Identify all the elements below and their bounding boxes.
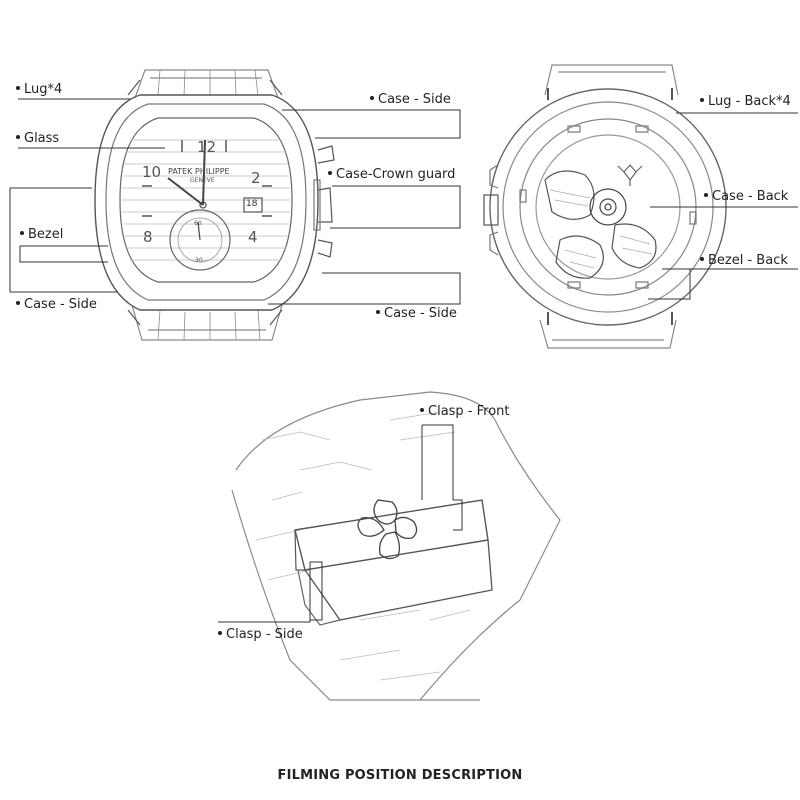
dial-city-text: GENEVE [190,177,215,184]
bullet-dot [218,630,222,635]
bullet-dot [328,170,332,175]
clasp-illustration [231,391,561,701]
dial-numeral-10: 10 [142,163,162,181]
leader-lines [9,98,798,623]
label-bezel-back: Bezel - Back [700,253,788,269]
bullet-dot [16,300,20,305]
dial-date-text: 18 [246,199,258,209]
dial-numeral-8: 8 [143,228,153,246]
bullet-dot [700,256,704,261]
label-lug-back: Lug - Back*4 [700,94,791,110]
label-case-side-top: Case - Side [370,92,451,108]
label-case-crown-guard: Case-Crown guard [328,167,455,183]
dial-numeral-4: 4 [248,228,258,246]
page-footer-title: FILMING POSITION DESCRIPTION [277,768,523,783]
bullet-dot [370,95,374,100]
bullet-dot [704,192,708,197]
subdial-numeral-30: 30 [195,257,203,264]
bullet-dot [376,309,380,314]
dial-numeral-2: 2 [251,169,261,187]
bullet-dot [700,97,704,102]
label-case-back: Case - Back [704,189,788,205]
label-case-side-left: Case - Side [16,297,97,313]
label-lug-front: Lug*4 [16,82,62,98]
subdial-numeral-60: 60 [194,220,202,227]
bullet-dot [420,407,424,412]
bullet-dot [20,230,24,235]
label-clasp-front: Clasp - Front [420,404,510,420]
bullet-dot [16,134,20,139]
dial-brand-text: PATEK PHILIPPE [168,167,230,176]
label-clasp-side: Clasp - Side [218,627,303,643]
dial-numeral-12: 12 [197,138,217,156]
label-case-side-bottom: Case - Side [376,306,457,322]
bullet-dot [16,85,20,90]
label-bezel: Bezel [20,227,63,243]
label-glass: Glass [16,131,59,147]
watch-front-illustration [94,69,335,341]
